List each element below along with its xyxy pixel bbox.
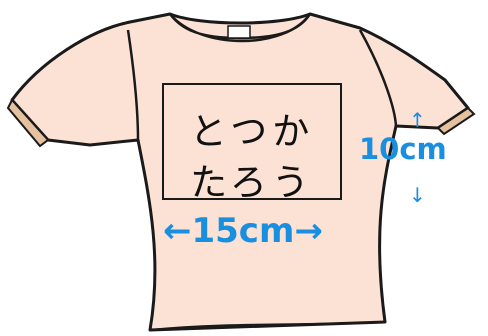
height-dimension-label: 10cm	[359, 132, 447, 166]
down-arrow-icon: ↓	[409, 183, 426, 207]
name-print-box: とつか たろう	[162, 83, 342, 204]
width-dimension-label: ←15cm→	[163, 211, 323, 251]
left-cuff	[6, 98, 50, 148]
collar	[169, 13, 312, 43]
right-cuff	[436, 106, 476, 136]
hem-line	[149, 321, 386, 331]
up-arrow-icon: ↑	[409, 108, 426, 132]
neck-tag	[227, 25, 251, 39]
name-print-line-2: たろう	[190, 161, 314, 204]
name-print-line-1: とつか	[189, 110, 315, 153]
left-sleeve-seam	[126, 29, 140, 141]
right-sleeve-seam	[358, 29, 398, 127]
